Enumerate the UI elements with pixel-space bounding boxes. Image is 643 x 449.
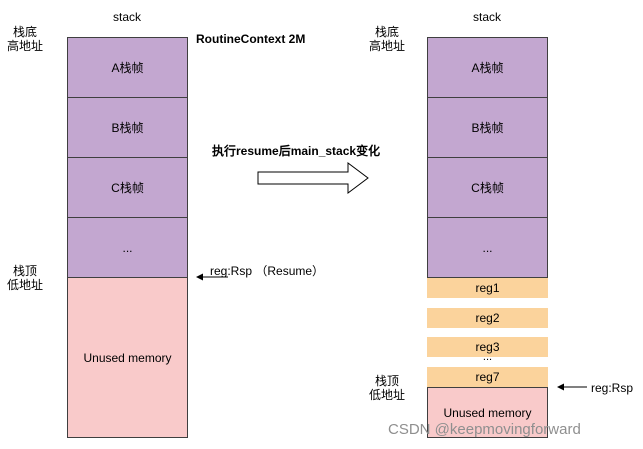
transition-caption: 执行resume后main_stack变化 (212, 144, 381, 158)
right-reg7: reg7 (427, 367, 548, 387)
right-reg2: reg2 (427, 308, 548, 328)
right-stack-top-label: 栈顶 低地址 (368, 374, 405, 402)
right-frame-a: A栈帧 (427, 37, 548, 98)
transition-arrow (257, 162, 369, 194)
left-stack-top-label: 栈顶 低地址 (6, 264, 43, 292)
right-rsp-label: reg:Rsp (591, 381, 634, 395)
left-frame-c: C栈帧 (67, 157, 188, 218)
right-reg3: reg3 (427, 337, 548, 357)
right-stack-title: stack (472, 10, 501, 24)
left-stack-title: stack (112, 10, 141, 24)
right-frame-b: B栈帧 (427, 97, 548, 158)
left-frame-a: A栈帧 (67, 37, 188, 98)
left-frame-ellipsis: ... (67, 217, 188, 278)
left-stack-bottom-label: 栈底 高地址 (6, 25, 43, 53)
right-stack-bottom-label: 栈底 高地址 (368, 25, 405, 53)
right-frame-c: C栈帧 (427, 157, 548, 218)
right-rsp-arrow-head (557, 383, 564, 391)
left-unused-memory: Unused memory (67, 277, 188, 438)
right-frame-ellipsis: ... (427, 217, 548, 278)
left-rsp-label: reg:Rsp （Resume） (210, 264, 325, 278)
watermark: CSDN @keepmovingforward (388, 421, 581, 438)
left-rsp-arrow-head (196, 273, 203, 281)
routine-context-label: RoutineContext 2M (196, 32, 306, 46)
right-reg1: reg1 (427, 278, 548, 298)
right-reg-ellipsis: ... (482, 351, 493, 363)
left-frame-b: B栈帧 (67, 97, 188, 158)
right-unused-memory: Unused memory (427, 387, 548, 438)
